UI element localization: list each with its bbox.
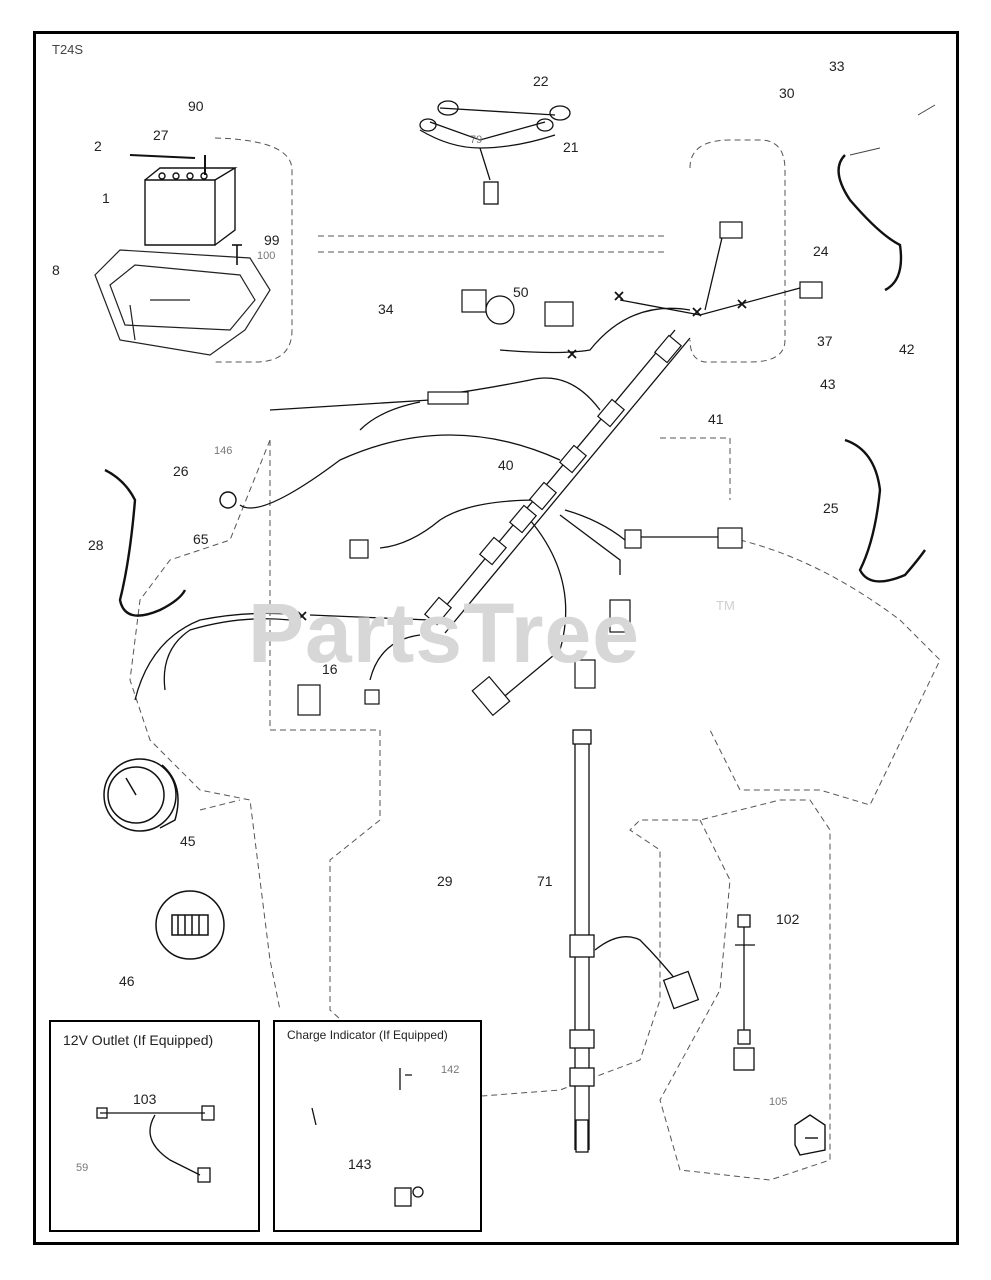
part-label-33[interactable]: 33 — [829, 58, 845, 74]
part-label-79[interactable]: 79 — [470, 134, 483, 146]
body-outline — [269, 440, 831, 1181]
part-label-45[interactable]: 45 — [180, 833, 196, 849]
part-label-103[interactable]: 103 — [133, 1091, 157, 1107]
part-label-46[interactable]: 46 — [119, 973, 135, 989]
outlet-wire — [96, 1105, 215, 1183]
part-label-8[interactable]: 8 — [52, 262, 60, 278]
diagram-code: T24S — [52, 42, 84, 57]
part-label-143[interactable]: 143 — [348, 1156, 372, 1172]
part-label-24[interactable]: 24 — [813, 243, 829, 259]
part-label-146[interactable]: 146 — [214, 445, 233, 457]
part-label-29[interactable]: 29 — [437, 873, 453, 889]
harness-splices — [297, 291, 747, 621]
left-outline — [129, 439, 281, 1011]
part-label-34[interactable]: 34 — [378, 301, 394, 317]
inset-charge-box — [273, 1020, 482, 1232]
inset-charge-title: Charge Indicator (If Equipped) — [287, 1028, 448, 1042]
part-label-59[interactable]: 59 — [76, 1162, 89, 1174]
part-label-28[interactable]: 28 — [88, 537, 104, 553]
battery-group-outline — [214, 137, 293, 363]
battery — [144, 167, 238, 246]
meter-46 — [155, 890, 225, 960]
part-label-142[interactable]: 142 — [441, 1064, 460, 1076]
right-group-outline — [689, 139, 786, 363]
harness-71 — [569, 729, 700, 1153]
part-label-100[interactable]: 100 — [257, 250, 276, 262]
cable-33 — [837, 154, 903, 292]
connector-26 — [219, 491, 237, 509]
charge-indicator-parts — [311, 1068, 424, 1207]
battery-tray — [94, 249, 271, 356]
outlet-105 — [794, 1114, 826, 1156]
gauge-link-outline — [199, 799, 241, 811]
part-label-37[interactable]: 37 — [817, 333, 833, 349]
cable-25 — [844, 438, 926, 583]
part-label-27[interactable]: 27 — [153, 127, 169, 143]
part-label-65[interactable]: 65 — [193, 531, 209, 547]
hood-outline — [709, 539, 941, 806]
inset-outlet-box — [49, 1020, 260, 1232]
watermark-tm: TM — [716, 598, 735, 613]
part-label-102[interactable]: 102 — [776, 911, 800, 927]
part-label-25[interactable]: 25 — [823, 500, 839, 516]
part-label-1[interactable]: 1 — [102, 190, 110, 206]
screw-99 — [232, 244, 242, 265]
wire-102 — [733, 914, 755, 1071]
part-label-30[interactable]: 30 — [779, 85, 795, 101]
part-label-2[interactable]: 2 — [94, 138, 102, 154]
headlight-harness — [419, 100, 571, 205]
part-label-26[interactable]: 26 — [173, 463, 189, 479]
part-label-22[interactable]: 22 — [533, 73, 549, 89]
watermark-text: PartsTree — [248, 586, 640, 680]
part-label-50[interactable]: 50 — [513, 284, 529, 300]
part-label-42[interactable]: 42 — [899, 341, 915, 357]
part-label-16[interactable]: 16 — [322, 661, 338, 677]
inset-outlet-title: 12V Outlet (If Equipped) — [63, 1032, 214, 1048]
part-label-40[interactable]: 40 — [498, 457, 514, 473]
cable-65 — [134, 612, 301, 701]
dash-outline — [660, 437, 731, 500]
part-label-41[interactable]: 41 — [708, 411, 724, 427]
part-label-90[interactable]: 90 — [188, 98, 204, 114]
part-label-43[interactable]: 43 — [820, 376, 836, 392]
key-switch-50 — [485, 295, 515, 325]
link-dashed-line — [318, 235, 665, 253]
harness-clips — [297, 221, 823, 717]
gauge-45 — [103, 758, 179, 832]
part-label-99[interactable]: 99 — [264, 232, 280, 248]
cable-28 — [104, 468, 187, 617]
part-label-21[interactable]: 21 — [563, 139, 579, 155]
part-label-105[interactable]: 105 — [769, 1096, 788, 1108]
cable-33-end — [849, 104, 936, 156]
part-label-71[interactable]: 71 — [537, 873, 553, 889]
battery-bolt — [129, 154, 206, 175]
